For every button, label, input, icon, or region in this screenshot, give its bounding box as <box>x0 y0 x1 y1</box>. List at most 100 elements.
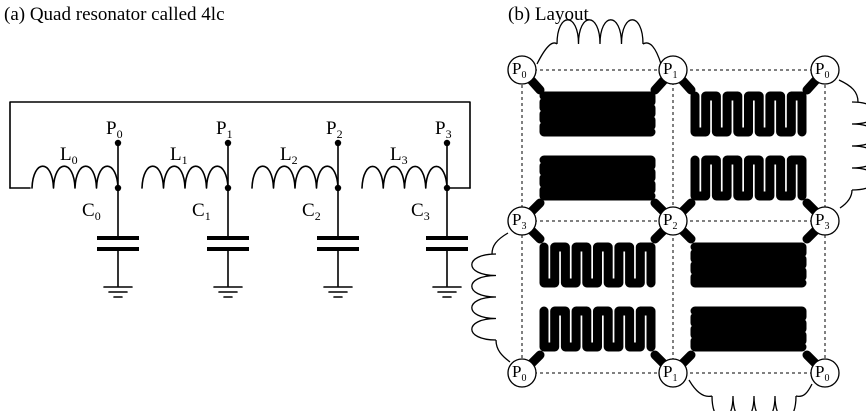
capacitor-plate-top-0 <box>97 236 139 240</box>
layout-port-label-0: P0 <box>512 59 526 81</box>
layout-port-label-4-sub: 2 <box>672 221 677 232</box>
port-terminal-1 <box>224 139 232 147</box>
layout-port-label-8-sub: 0 <box>824 373 829 384</box>
port-label-2-main: P <box>326 118 337 139</box>
capacitor-label-3-main: C <box>411 200 424 221</box>
port-label-0-main: P <box>106 118 117 139</box>
inductor-label-2-sub: 2 <box>292 153 298 167</box>
inductor-0 <box>31 165 119 189</box>
inductor-label-1-sub: 1 <box>182 153 188 167</box>
capacitor-label-0-sub: 0 <box>95 209 101 223</box>
capacitor-label-0: C0 <box>82 200 101 223</box>
port-terminal-2 <box>334 139 342 147</box>
port-label-1-sub: 1 <box>227 127 233 141</box>
inductor-label-2: L2 <box>280 144 298 167</box>
port-label-1: P1 <box>216 118 233 141</box>
capacitor-label-0-main: C <box>82 200 95 221</box>
external-inductors <box>471 19 866 411</box>
port-circle-2 <box>810 55 840 85</box>
port-label-2: P2 <box>326 118 343 141</box>
left-coil-lead-top <box>491 232 509 255</box>
layout-port-label-3-sub: 3 <box>521 221 526 232</box>
layout-port-label-6-sub: 0 <box>521 373 526 384</box>
layout-port-label-1-sub: 1 <box>672 70 677 81</box>
port-label-2-sub: 2 <box>337 127 343 141</box>
port-circle-7 <box>658 358 688 388</box>
inductor-label-3-main: L <box>390 144 402 165</box>
layout-port-label-7: P1 <box>663 362 677 384</box>
capacitor-label-2-sub: 2 <box>315 209 321 223</box>
top-coil-lead-right <box>642 42 662 65</box>
port-label-3: P3 <box>435 118 452 141</box>
inductor-2 <box>251 165 339 189</box>
inductor-label-0-sub: 0 <box>72 153 78 167</box>
capacitor-plate-top-3 <box>426 236 468 240</box>
layout-port-label-6-main: P <box>512 362 521 381</box>
right-coil <box>851 101 866 191</box>
layout-port-label-2-sub: 0 <box>824 70 829 81</box>
port-label-0: P0 <box>106 118 123 141</box>
port-circle-1 <box>658 55 688 85</box>
panel-a-title: (a) Quad resonator called 4lc <box>4 4 225 25</box>
layout-port-label-1: P1 <box>663 59 677 81</box>
capacitor-label-1: C1 <box>192 200 211 223</box>
inductor-label-3: L3 <box>390 144 408 167</box>
meander-trace <box>690 91 807 137</box>
inductor-label-0: L0 <box>60 144 78 167</box>
meander-trace <box>690 242 807 288</box>
meander-bottom-right <box>690 242 807 352</box>
top-coil-lead-left <box>536 42 558 65</box>
meander-trace <box>539 306 656 352</box>
inductor-label-1: L1 <box>170 144 188 167</box>
capacitor-plate-bottom-2 <box>317 247 359 251</box>
capacitor-label-3-sub: 3 <box>424 209 430 223</box>
port-circle-4 <box>658 206 688 236</box>
inductor-3 <box>361 165 448 189</box>
meander-bottom-left <box>539 242 656 352</box>
inductor-1 <box>141 165 229 189</box>
capacitor-label-1-main: C <box>192 200 205 221</box>
layout-port-label-2: P0 <box>815 59 829 81</box>
layout-port-label-0-sub: 0 <box>521 70 526 81</box>
port-terminal-0 <box>114 139 122 147</box>
feedback-wire <box>9 101 471 189</box>
layout-port-label-0-main: P <box>512 59 521 78</box>
port-circle-6 <box>507 358 537 388</box>
bottom-coil-lead-left <box>688 379 713 398</box>
port-circle-8 <box>810 358 840 388</box>
bottom-coil-lead-right <box>795 383 813 398</box>
top-coil <box>556 19 644 45</box>
layout-port-label-5-main: P <box>815 210 824 229</box>
meander-top-right <box>690 91 807 201</box>
layout-port-label-4: P2 <box>663 210 677 232</box>
meander-trace <box>690 306 807 352</box>
inductor-label-1-main: L <box>170 144 182 165</box>
meander-trace <box>539 91 656 137</box>
port-label-0-sub: 0 <box>117 127 123 141</box>
capacitor-label-2: C2 <box>302 200 321 223</box>
layout-port-label-8-main: P <box>815 362 824 381</box>
port-label-3-sub: 3 <box>446 127 452 141</box>
layout-port-label-3-main: P <box>512 210 521 229</box>
layout-port-label-1-main: P <box>663 59 672 78</box>
layout-port-label-5-sub: 3 <box>824 221 829 232</box>
capacitor-label-2-main: C <box>302 200 315 221</box>
inductor-label-2-main: L <box>280 144 292 165</box>
port-circle-5 <box>810 206 840 236</box>
layout-port-label-7-sub: 1 <box>672 373 677 384</box>
port-circle-0 <box>507 55 537 85</box>
layout-port-label-4-main: P <box>663 210 672 229</box>
capacitor-plate-top-2 <box>317 236 359 240</box>
layout-port-label-6: P0 <box>512 362 526 384</box>
capacitor-plate-top-1 <box>207 236 249 240</box>
meander-top-left <box>539 91 656 201</box>
meander-trace <box>690 155 807 201</box>
port-label-3-main: P <box>435 118 446 139</box>
port-circle-3 <box>507 206 537 236</box>
layout-port-label-5: P3 <box>815 210 829 232</box>
capacitor-plate-bottom-0 <box>97 247 139 251</box>
